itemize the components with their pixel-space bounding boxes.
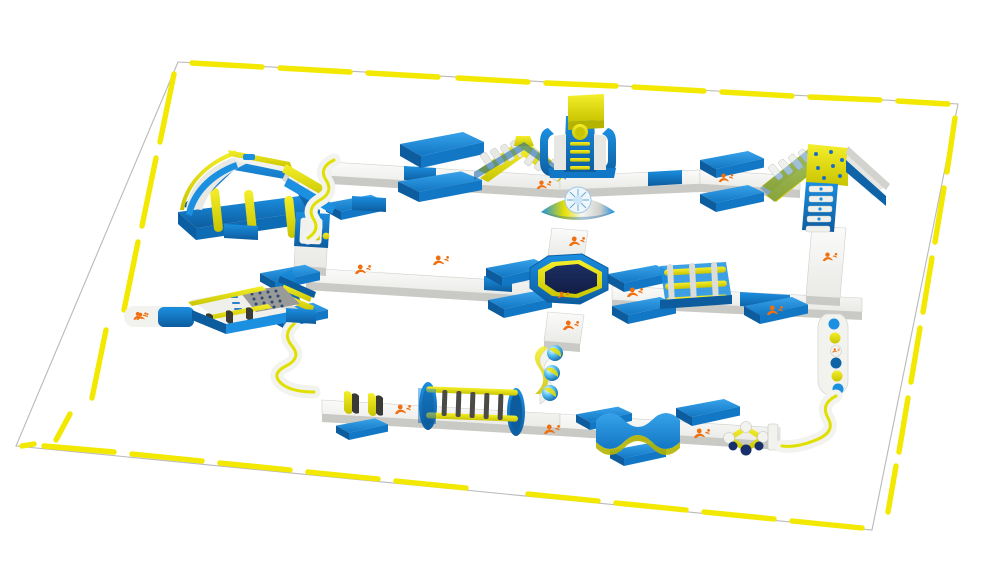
detail-accents: [224, 196, 386, 324]
buoy-dash-group-top: [189, 60, 951, 107]
module-hurdle-fins: [344, 391, 383, 416]
module-swing-gate-tower: [540, 94, 616, 178]
module-ball-stepper-center: [534, 345, 563, 405]
buoy-dash-group-right: [885, 115, 958, 515]
connector-mat: [676, 399, 740, 426]
connector-mat: [400, 132, 484, 168]
buoy-dash-group-left: [19, 71, 177, 449]
module-big-arch-slide: [178, 150, 336, 240]
module-diamond-balance: [723, 421, 779, 456]
module-monkey-bar-roller: [418, 382, 525, 436]
module-right-wall-tower: [760, 144, 890, 233]
module-center-trampoline: [529, 253, 609, 305]
module-parachute-slide: [541, 186, 615, 220]
buoy-dash-group-bottom: [41, 443, 865, 531]
module-wave-hill: [596, 413, 680, 455]
module-launch-ramp-pad: [124, 286, 300, 334]
buoy-line-perimeter: [15, 60, 959, 531]
brand-mark-icon: [432, 255, 449, 266]
module-ball-stepper-right: [817, 313, 849, 395]
curvy-walkway-group: [270, 153, 843, 453]
walkway-spine-right: [805, 225, 847, 306]
module-climb-frame-grid: [660, 262, 732, 309]
